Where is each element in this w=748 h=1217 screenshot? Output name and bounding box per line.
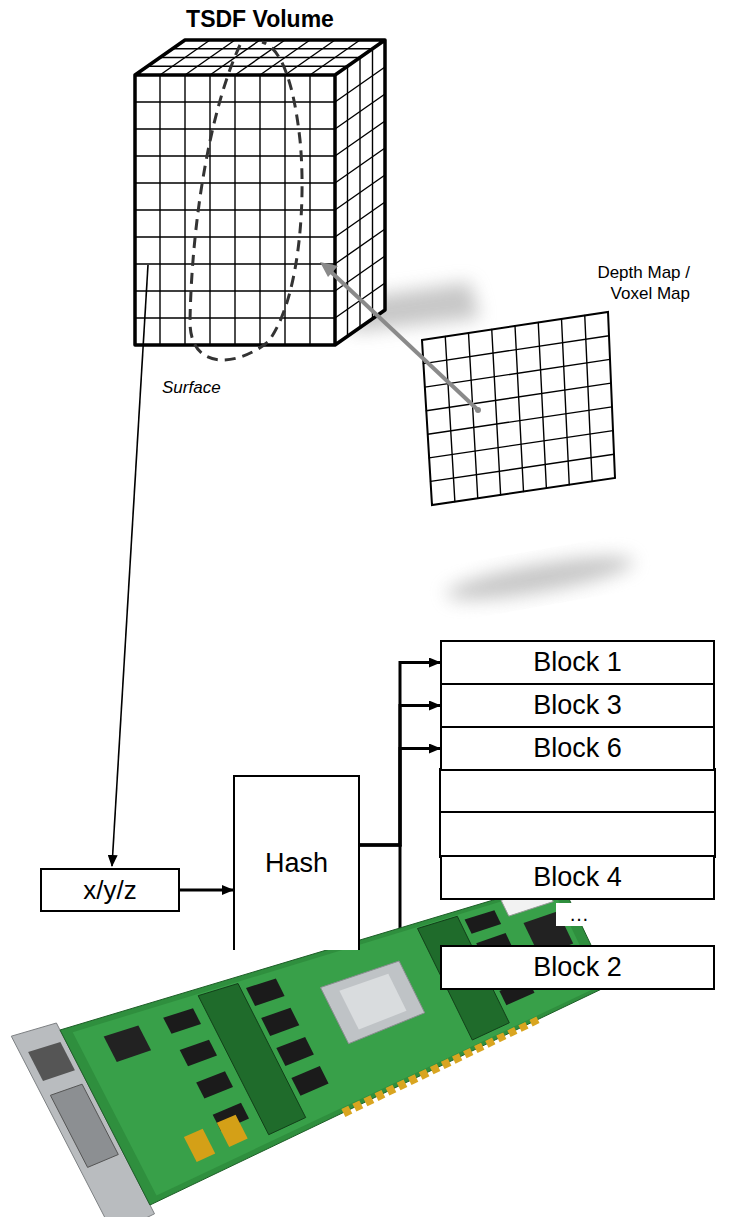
gold-finger xyxy=(408,1074,419,1085)
map-grid xyxy=(515,326,524,492)
node-text: Block 4 xyxy=(533,862,622,893)
text-label: … xyxy=(556,903,602,926)
gold-finger xyxy=(485,1038,495,1048)
fpga-chip xyxy=(321,961,425,1044)
cube-grid xyxy=(347,66,348,336)
memory-chip xyxy=(180,1040,217,1066)
gold-finger xyxy=(430,1064,441,1075)
cube-grid xyxy=(135,128,335,129)
node-text: x/y/z xyxy=(83,875,136,906)
bus-line xyxy=(399,845,402,935)
map-shadow xyxy=(444,548,636,609)
cube-grid xyxy=(135,182,335,183)
text-label: Surface xyxy=(162,378,252,398)
map-outline xyxy=(422,312,615,505)
memory-block: Block 6 xyxy=(440,726,715,771)
cube-grid xyxy=(160,57,360,58)
node-text: Block 1 xyxy=(533,647,622,678)
gold-finger xyxy=(463,1048,473,1058)
memory-block: Block 2 xyxy=(440,945,715,990)
empty-slot xyxy=(440,812,715,857)
empty-slot xyxy=(440,769,715,814)
memory-chip xyxy=(261,1008,299,1036)
memory-chip xyxy=(276,1037,314,1066)
cube-front xyxy=(135,75,335,345)
gold-finger xyxy=(352,1100,363,1111)
gold-finger xyxy=(507,1027,517,1037)
cube-grid xyxy=(135,155,335,156)
gold-finger xyxy=(518,1022,528,1032)
cube-grid xyxy=(135,290,335,291)
leader-line xyxy=(112,265,148,866)
cube-grid xyxy=(135,317,335,318)
memory-block: Block 3 xyxy=(440,683,715,728)
sma-connector xyxy=(184,1129,215,1162)
gold-finger xyxy=(474,1043,484,1053)
map-grid xyxy=(425,359,610,387)
map-grid xyxy=(492,330,501,495)
depth-map-grid xyxy=(422,312,615,505)
gold-finger xyxy=(496,1032,506,1042)
memory-chip xyxy=(465,910,502,934)
text-label: Depth Map / Voxel Map xyxy=(560,262,690,304)
cube-grid xyxy=(135,101,335,102)
diagram-title: TSDF Volume xyxy=(130,6,390,33)
gold-finger xyxy=(419,1069,430,1080)
map-grid xyxy=(429,431,613,458)
gold-finger xyxy=(530,1017,540,1027)
map-grid xyxy=(538,323,546,489)
cube-grid xyxy=(135,236,335,237)
connector-arrow xyxy=(360,663,440,846)
gold-finger xyxy=(386,1085,397,1096)
gold-finger xyxy=(397,1080,408,1091)
gold-finger xyxy=(341,1106,352,1117)
gold-finger xyxy=(452,1053,462,1063)
map-grid xyxy=(428,407,612,434)
node-text: Block 2 xyxy=(533,952,622,983)
projection-point xyxy=(475,407,481,413)
display-digits xyxy=(104,1026,151,1063)
memory-block: Block 4 xyxy=(440,855,715,900)
map-grid xyxy=(431,454,614,481)
memory-block: Block 1 xyxy=(440,640,715,685)
memory-chip xyxy=(291,1066,328,1096)
map-grid xyxy=(562,319,570,485)
node-text: Block 6 xyxy=(533,733,622,764)
gold-finger xyxy=(364,1095,375,1106)
memory-chip xyxy=(163,1008,201,1034)
coordinate-box: x/y/z xyxy=(40,868,180,912)
map-grid xyxy=(469,333,478,498)
memory-chip xyxy=(246,979,285,1006)
surface-curve xyxy=(190,42,302,360)
map-grid xyxy=(423,336,609,364)
gold-finger xyxy=(441,1059,452,1070)
hash-box: Hash xyxy=(233,775,360,950)
fpga-lid xyxy=(339,974,406,1030)
cube-grid xyxy=(148,66,348,67)
map-grid xyxy=(585,316,592,482)
projection-ray xyxy=(330,271,478,410)
drop-shadows xyxy=(345,282,636,608)
node-text: Hash xyxy=(265,848,328,879)
node-text: Block 3 xyxy=(533,690,622,721)
tsdf-cube xyxy=(135,40,385,345)
cube-grid xyxy=(135,263,335,264)
cube-grid xyxy=(135,209,335,210)
projection-arrowhead xyxy=(320,262,338,277)
cube-outline xyxy=(135,40,385,345)
connector-arrow xyxy=(180,889,233,892)
ethernet-port xyxy=(28,1042,75,1081)
cube-grid xyxy=(359,58,360,328)
connector-arrow xyxy=(360,706,440,846)
cube-grid xyxy=(372,49,373,319)
map-grid xyxy=(445,337,455,502)
memory-chip xyxy=(196,1071,233,1098)
connector-arrow xyxy=(360,749,440,846)
gold-finger xyxy=(375,1090,386,1101)
sma-connector xyxy=(217,1115,248,1147)
